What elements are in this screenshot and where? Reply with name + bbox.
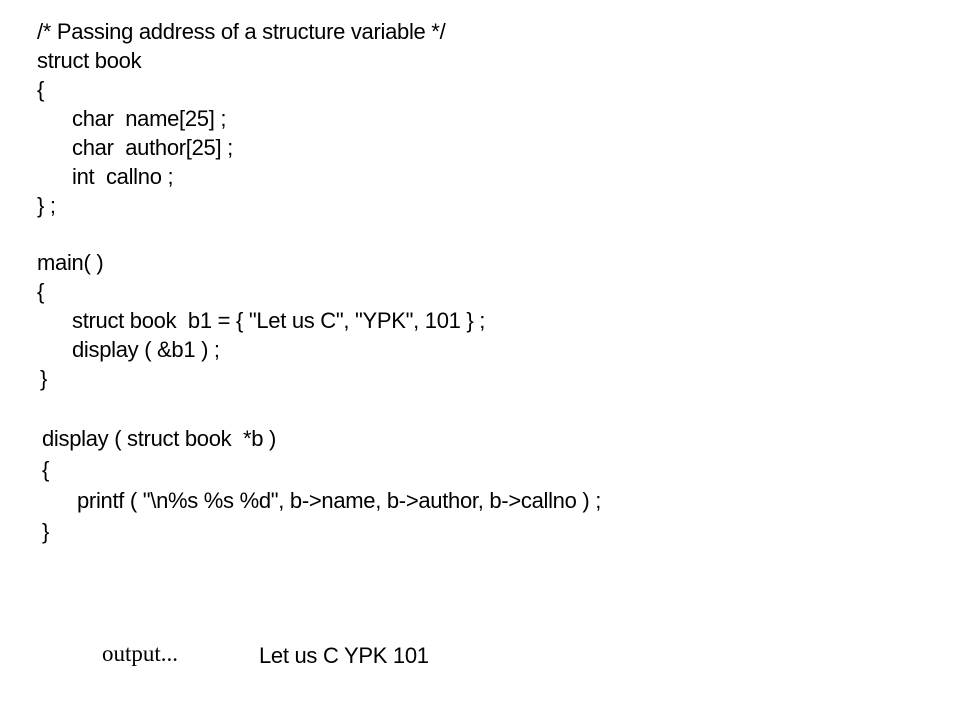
- code-line-open-brace: {: [37, 77, 45, 102]
- code-line-main: main( ): [37, 250, 104, 275]
- code-line-printf: printf ( "\n%s %s %d", b->name, b->autho…: [77, 488, 602, 513]
- code-line-struct-decl: struct book: [37, 48, 142, 73]
- code-line-member-name: char name[25] ;: [72, 106, 227, 131]
- code-line-call-display: display ( &b1 ) ;: [72, 337, 220, 362]
- output-value: Let us C YPK 101: [259, 643, 429, 668]
- code-line-close-brace: }: [40, 366, 48, 391]
- code-line-member-callno: int callno ;: [72, 164, 174, 189]
- code-line-display-def: display ( struct book *b ): [42, 426, 276, 451]
- code-line-member-author: char author[25] ;: [72, 135, 233, 160]
- code-line-open-brace: {: [42, 457, 50, 482]
- code-line-close-brace: }: [42, 519, 50, 544]
- output-label: output...: [102, 641, 179, 666]
- code-comment-line: /* Passing address of a structure variab…: [37, 19, 446, 44]
- code-line-open-brace: {: [37, 279, 45, 304]
- code-line-close-struct: } ;: [37, 193, 56, 218]
- code-line-init-b1: struct book b1 = { "Let us C", "YPK", 10…: [72, 308, 486, 333]
